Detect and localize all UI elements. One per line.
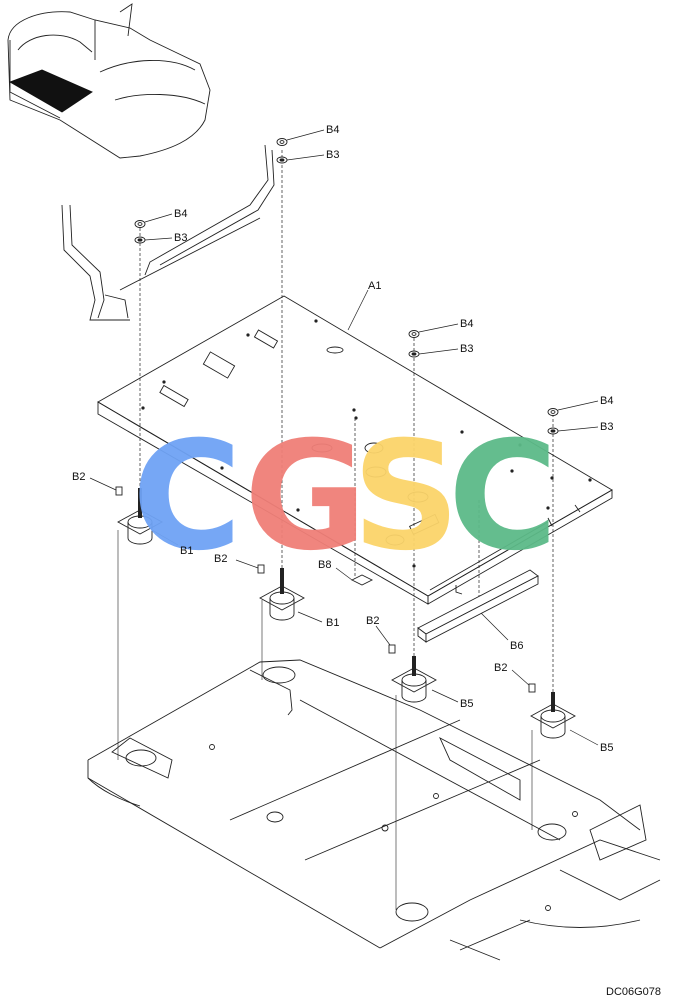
mount-b1 xyxy=(117,488,163,545)
chassis-frame xyxy=(87,659,661,961)
label-b4: B4 xyxy=(600,395,613,407)
mount-b5 xyxy=(391,656,437,703)
bolt-b2 xyxy=(528,683,536,693)
label-b3: B3 xyxy=(600,421,613,433)
label-b6: B6 xyxy=(510,640,523,652)
label-b4: B4 xyxy=(460,318,473,330)
nut-b4 xyxy=(134,220,146,228)
watermark-letter: S xyxy=(352,410,460,584)
floor-plate-a1 xyxy=(97,295,613,605)
washer-b3 xyxy=(408,350,420,358)
mount-b5 xyxy=(530,692,576,739)
bolt-b2 xyxy=(115,486,123,496)
watermark-letter: G xyxy=(244,410,367,584)
label-b3: B3 xyxy=(326,149,339,161)
nut-b4 xyxy=(276,138,288,146)
mount-drop-lines xyxy=(117,530,533,910)
locator-sketch xyxy=(7,3,211,159)
label-b8: B8 xyxy=(318,559,331,571)
label-b5: B5 xyxy=(460,698,473,710)
bolt-b2 xyxy=(388,644,396,654)
label-b5: B5 xyxy=(600,742,613,754)
nut-b4 xyxy=(547,408,559,416)
label-leaders xyxy=(89,129,599,746)
spacer-b8 xyxy=(350,574,374,586)
watermark: C G S C xyxy=(132,410,558,584)
label-b2: B2 xyxy=(214,553,227,565)
label-b1: B1 xyxy=(180,545,193,557)
label-b2: B2 xyxy=(72,471,85,483)
label-b1: B1 xyxy=(326,617,339,629)
nut-b4 xyxy=(408,330,420,338)
mount-b1 xyxy=(259,568,305,621)
washer-b3 xyxy=(134,236,146,244)
rubber-mounts xyxy=(115,486,576,739)
hardware-stacks xyxy=(134,138,559,435)
centerlines xyxy=(139,150,554,706)
watermark-letter: C xyxy=(448,410,558,584)
label-b4: B4 xyxy=(326,124,339,136)
label-b2: B2 xyxy=(366,615,379,627)
bolt-b2 xyxy=(257,564,265,574)
drawing-code: DC06G078 xyxy=(606,986,661,998)
cab-outline xyxy=(61,144,275,321)
locator-highlight xyxy=(8,69,93,113)
label-b4: B4 xyxy=(174,208,187,220)
washer-b3 xyxy=(276,156,288,164)
label-b2: B2 xyxy=(494,662,507,674)
label-a1: A1 xyxy=(368,280,381,292)
watermark-letter: C xyxy=(132,410,242,584)
callouts: B4 B3 B4 B3 A1 B4 B3 B4 B3 B2 B1 B2 B8 B… xyxy=(72,124,661,998)
label-b3: B3 xyxy=(174,232,187,244)
label-b3: B3 xyxy=(460,343,473,355)
